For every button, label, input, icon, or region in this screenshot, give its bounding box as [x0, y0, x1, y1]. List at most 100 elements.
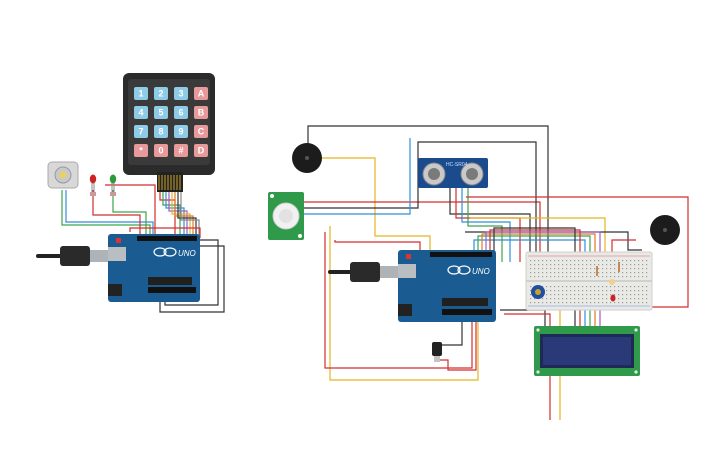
breadboard-hole — [558, 268, 560, 270]
breadboard-hole — [574, 260, 576, 262]
temperature-sensor[interactable] — [432, 342, 442, 362]
breadboard-hole — [570, 302, 572, 304]
breadboard-hole — [558, 264, 560, 266]
breadboard-hole — [570, 272, 572, 274]
breadboard-hole — [586, 286, 588, 288]
breadboard-hole — [626, 268, 628, 270]
breadboard-hole — [638, 268, 640, 270]
breadboard-hole — [610, 294, 612, 296]
breadboard-hole — [530, 294, 532, 296]
breadboard-hole — [542, 268, 544, 270]
lcd-16x2-display[interactable] — [534, 326, 640, 376]
keypad-key[interactable] — [174, 125, 188, 138]
arduino-uno-right[interactable]: UNO — [398, 250, 496, 322]
breadboard-hole — [630, 268, 632, 270]
piezo-buzzer-1[interactable] — [292, 143, 322, 173]
breadboard-hole — [646, 268, 648, 270]
keypad-key[interactable] — [194, 87, 208, 100]
breadboard-hole — [622, 260, 624, 262]
breadboard-hole — [546, 276, 548, 278]
breadboard-hole — [538, 276, 540, 278]
breadboard-hole — [530, 260, 532, 262]
breadboard-hole — [574, 298, 576, 300]
breadboard-hole — [630, 286, 632, 288]
keypad-key[interactable] — [134, 125, 148, 138]
breadboard-hole — [646, 298, 648, 300]
breadboard-hole — [550, 276, 552, 278]
keypad-key[interactable] — [154, 144, 168, 157]
breadboard-hole — [534, 272, 536, 274]
keypad-key[interactable] — [154, 87, 168, 100]
breadboard-hole — [538, 302, 540, 304]
arduino-uno-left[interactable]: UNO — [108, 234, 200, 302]
breadboard-hole — [606, 302, 608, 304]
ultrasonic-sensor[interactable]: HC-SR04 — [418, 158, 488, 188]
breadboard[interactable] — [525, 251, 653, 311]
keypad-key[interactable] — [174, 144, 188, 157]
keypad-key[interactable] — [174, 87, 188, 100]
breadboard-hole — [602, 290, 604, 292]
keypad-key[interactable] — [134, 87, 148, 100]
breadboard-hole — [626, 272, 628, 274]
breadboard-hole — [594, 268, 596, 270]
keypad-key-label: 1 — [138, 89, 143, 99]
breadboard-hole — [602, 268, 604, 270]
breadboard-hole — [598, 264, 600, 266]
breadboard-hole — [542, 298, 544, 300]
breadboard-hole — [614, 260, 616, 262]
dc-motor[interactable] — [47, 161, 79, 189]
keypad-key[interactable] — [134, 106, 148, 119]
breadboard-hole — [562, 268, 564, 270]
breadboard-hole — [598, 294, 600, 296]
breadboard-hole — [638, 276, 640, 278]
breadboard-hole — [554, 298, 556, 300]
breadboard-hole — [618, 290, 620, 292]
usb-cable-left — [36, 246, 108, 266]
breadboard-hole — [618, 276, 620, 278]
breadboard-hole — [574, 290, 576, 292]
breadboard-hole — [530, 272, 532, 274]
breadboard-hole — [570, 286, 572, 288]
keypad-key[interactable] — [194, 144, 208, 157]
keypad-key[interactable] — [194, 125, 208, 138]
breadboard-hole — [550, 260, 552, 262]
breadboard-hole — [602, 276, 604, 278]
breadboard-hole — [630, 290, 632, 292]
breadboard-hole — [566, 302, 568, 304]
keypad-key[interactable] — [154, 106, 168, 119]
breadboard-hole — [614, 264, 616, 266]
breadboard-hole — [586, 276, 588, 278]
breadboard-hole — [606, 264, 608, 266]
breadboard-hole — [566, 290, 568, 292]
keypad-key-label: # — [178, 146, 183, 156]
breadboard-hole — [582, 260, 584, 262]
breadboard-hole — [606, 260, 608, 262]
breadboard-hole — [586, 272, 588, 274]
breadboard-hole — [602, 298, 604, 300]
keypad-key[interactable] — [174, 106, 188, 119]
breadboard-hole — [542, 260, 544, 262]
piezo-buzzer-2[interactable] — [650, 215, 680, 245]
breadboard-hole — [562, 272, 564, 274]
ultrasonic-label: HC-SR04 — [446, 162, 468, 168]
keypad-key[interactable] — [194, 106, 208, 119]
breadboard-hole — [598, 260, 600, 262]
breadboard-hole — [586, 302, 588, 304]
breadboard-hole — [546, 294, 548, 296]
led-red[interactable] — [89, 174, 97, 197]
breadboard-hole — [586, 264, 588, 266]
breadboard-hole — [594, 302, 596, 304]
breadboard-hole — [570, 294, 572, 296]
breadboard-hole — [546, 264, 548, 266]
keypad-key-label: 8 — [158, 127, 163, 137]
keypad-key[interactable] — [154, 125, 168, 138]
led-green[interactable] — [109, 174, 117, 197]
breadboard-hole — [562, 264, 564, 266]
keypad-key[interactable] — [134, 144, 148, 157]
breadboard-hole — [642, 294, 644, 296]
breadboard-hole — [558, 290, 560, 292]
breadboard-hole — [622, 276, 624, 278]
pir-motion-sensor[interactable] — [268, 192, 304, 240]
